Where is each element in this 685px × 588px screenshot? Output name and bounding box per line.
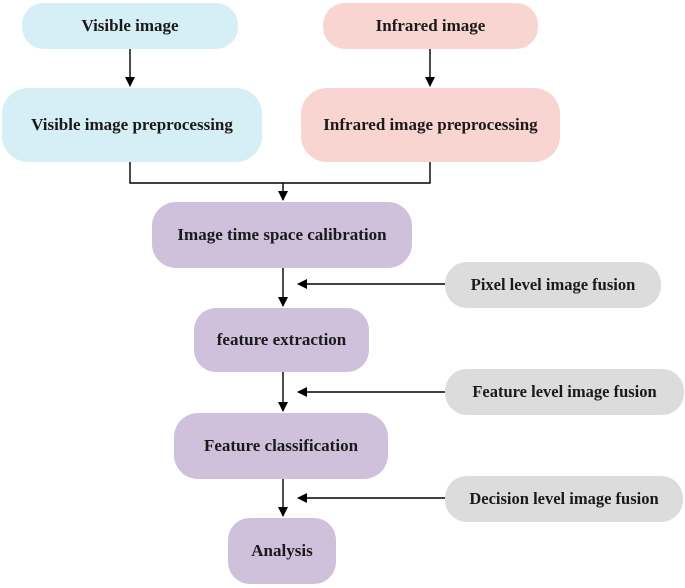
node-feature-classification: Feature classification: [174, 413, 388, 479]
node-visible-preprocessing: Visible image preprocessing: [2, 88, 262, 162]
node-feature-fusion: Feature level image fusion: [445, 369, 684, 415]
node-decision-fusion: Decision level image fusion: [445, 476, 683, 522]
node-analysis: Analysis: [228, 518, 336, 584]
node-feature-extraction: feature extraction: [194, 308, 369, 372]
node-pixel-fusion: Pixel level image fusion: [445, 262, 661, 308]
node-visible-image: Visible image: [22, 3, 238, 49]
node-infrared-image: Infrared image: [323, 3, 538, 49]
node-calibration: Image time space calibration: [152, 202, 412, 268]
node-infrared-preprocessing: Infrared image preprocessing: [301, 88, 560, 162]
merge-line-preprocessing: [129, 162, 431, 184]
